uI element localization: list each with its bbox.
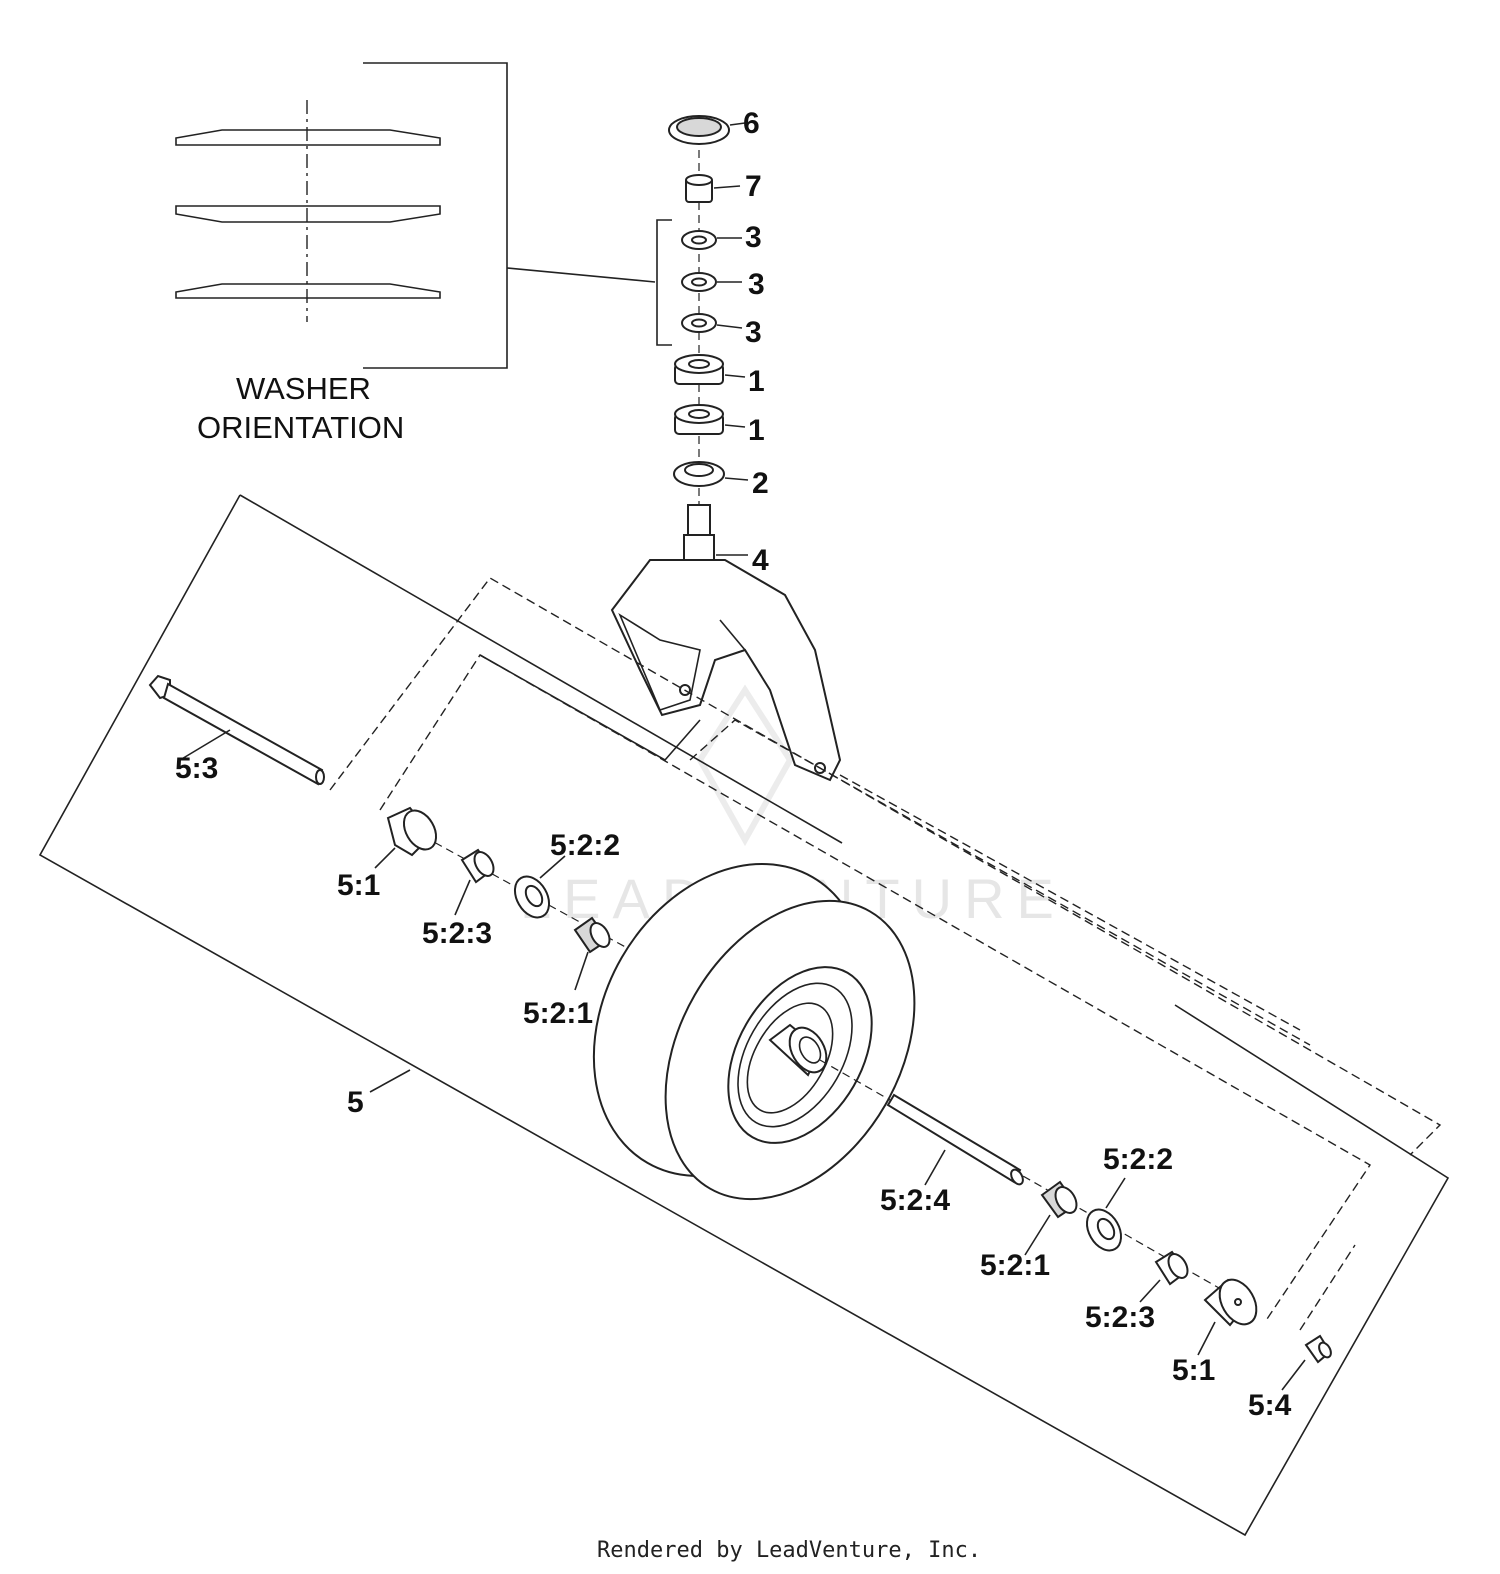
washer-orientation-detail: WASHER ORIENTATION bbox=[175, 62, 656, 445]
callout-5-4: 5:4 bbox=[1248, 1389, 1292, 1422]
washer-part-1 bbox=[681, 230, 742, 250]
callout-1b: 1 bbox=[748, 414, 765, 447]
callout-4: 4 bbox=[752, 544, 769, 577]
wheel-tire-part bbox=[592, 863, 916, 1201]
washer-orientation-line1: WASHER bbox=[236, 371, 371, 406]
callout-7: 7 bbox=[745, 170, 762, 203]
callout-5-1-right: 5:1 bbox=[1172, 1354, 1215, 1387]
washer-part-3 bbox=[681, 313, 743, 333]
seal-left-part bbox=[513, 855, 566, 919]
callout-3b: 3 bbox=[748, 268, 765, 301]
seal-right-part bbox=[1085, 1177, 1126, 1252]
callout-5-2-1-left: 5:2:1 bbox=[523, 997, 593, 1030]
callout-5-1-left: 5:1 bbox=[337, 869, 380, 902]
dust-cap-part bbox=[668, 115, 746, 145]
bearing-race-part bbox=[673, 461, 749, 487]
caster-fork-part bbox=[610, 559, 842, 782]
washer-part-2 bbox=[681, 272, 742, 292]
callout-5-2-2-right: 5:2:2 bbox=[1103, 1143, 1173, 1176]
callout-5-2-4: 5:2:4 bbox=[880, 1184, 950, 1217]
axle-tube-part bbox=[886, 1093, 1024, 1186]
callout-3c: 3 bbox=[745, 316, 762, 349]
spacer-right-part bbox=[1139, 1250, 1189, 1303]
nut-part bbox=[685, 174, 741, 203]
nut-right-part bbox=[1281, 1334, 1332, 1391]
spacer-left-part bbox=[454, 848, 495, 916]
callout-5-2-3-right: 5:2:3 bbox=[1085, 1301, 1155, 1334]
callout-5-2-2-left: 5:2:2 bbox=[550, 829, 620, 862]
callout-5-2-3-left: 5:2:3 bbox=[422, 917, 492, 950]
wheel-assembly-outline bbox=[38, 494, 1450, 1537]
axle-bolt-part bbox=[148, 674, 325, 786]
bearing-left-part bbox=[573, 916, 611, 991]
callout-5-2-1-right: 5:2:1 bbox=[980, 1249, 1050, 1282]
hub-cap-left-part bbox=[374, 806, 438, 869]
footer-credit: Rendered by LeadVenture, Inc. bbox=[597, 1538, 981, 1563]
callout-5: 5 bbox=[347, 1086, 364, 1119]
callout-2: 2 bbox=[752, 467, 769, 500]
callout-3a: 3 bbox=[745, 221, 762, 254]
callout-6: 6 bbox=[743, 107, 760, 140]
bearing-part-2 bbox=[674, 404, 746, 435]
callout-1a: 1 bbox=[748, 365, 765, 398]
bearing-part-1 bbox=[674, 354, 746, 385]
bearing-right-part bbox=[1024, 1180, 1078, 1256]
spindle-stack bbox=[656, 115, 749, 621]
callout-5-3: 5:3 bbox=[175, 752, 218, 785]
hub-cap-right-part bbox=[1197, 1278, 1258, 1356]
washer-orientation-line2: ORIENTATION bbox=[197, 410, 404, 445]
